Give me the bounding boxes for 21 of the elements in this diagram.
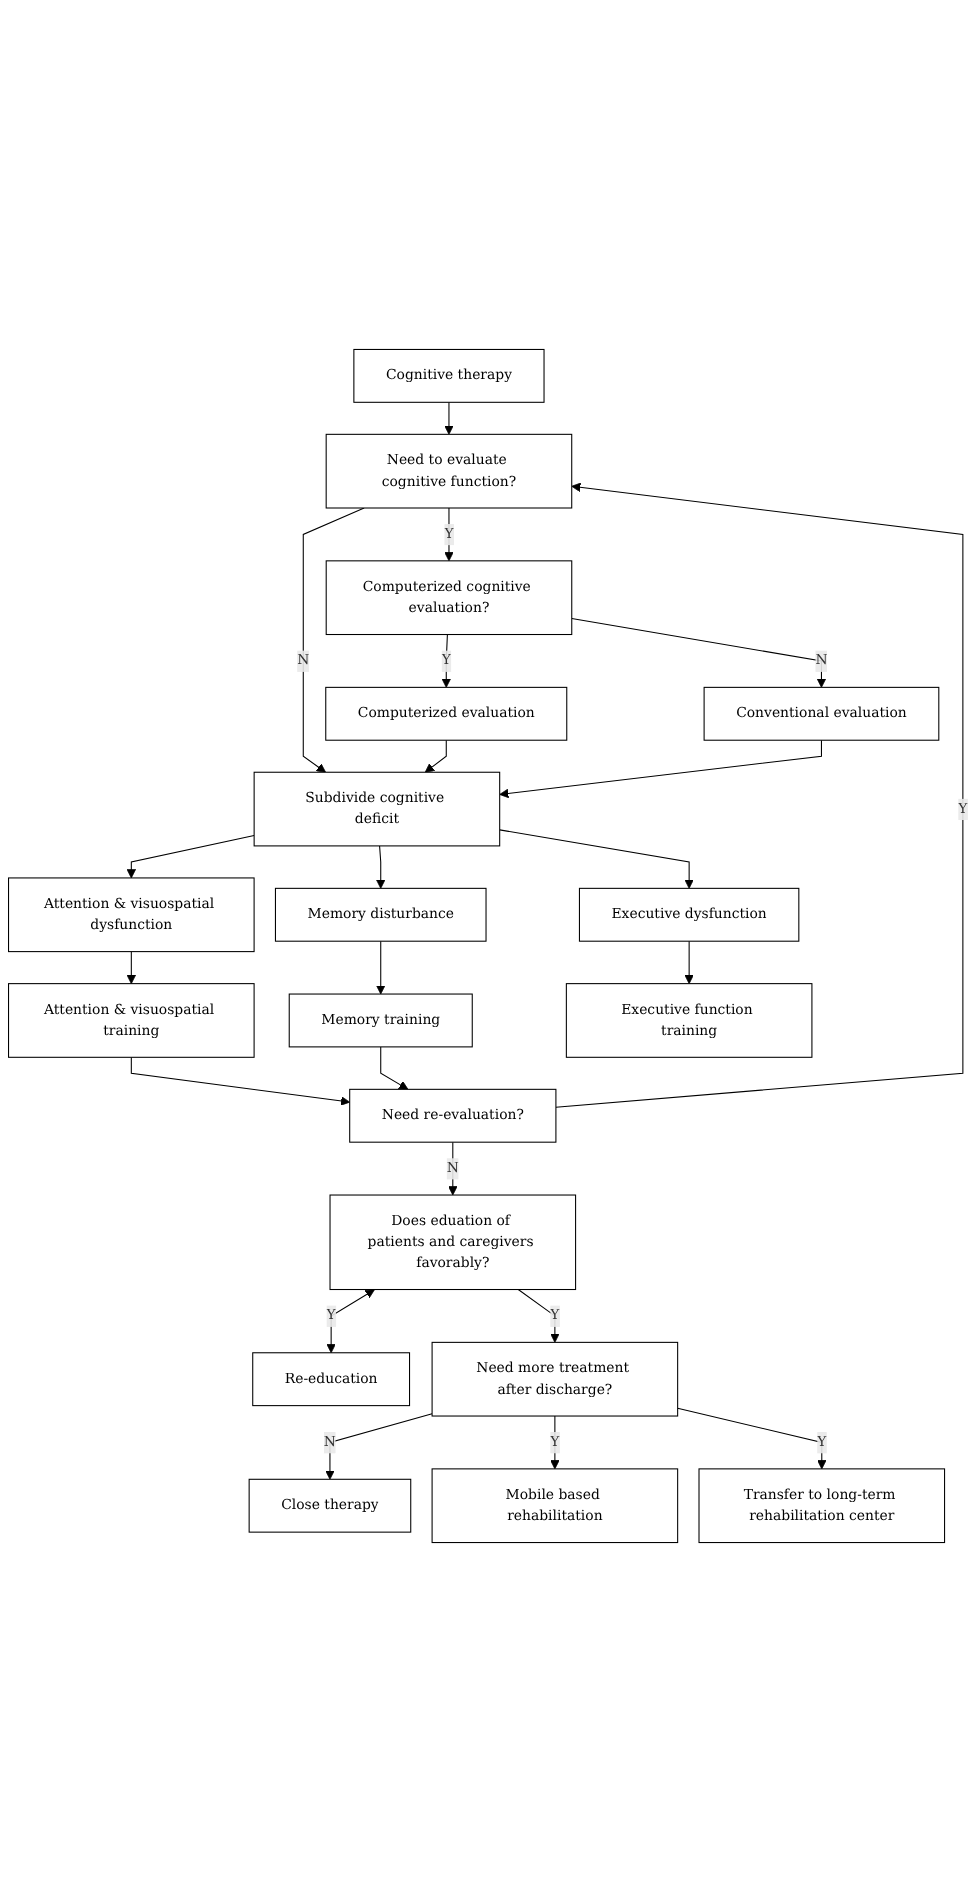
- arrow: [130, 1056, 351, 1106]
- arrow: [555, 482, 964, 1108]
- arrow: [499, 739, 822, 799]
- arrow: [571, 618, 827, 688]
- arrow: [517, 1288, 560, 1343]
- arrow: [441, 634, 451, 688]
- arrow: [550, 1415, 560, 1470]
- arrow: [684, 940, 694, 985]
- arrow: [444, 507, 454, 562]
- arrow: [380, 1046, 409, 1090]
- arrow: [302, 507, 365, 773]
- arrow: [444, 401, 454, 435]
- arrow: [326, 1289, 375, 1354]
- arrow: [499, 829, 694, 889]
- arrow: [126, 951, 136, 985]
- arrow: [677, 1407, 827, 1470]
- arrow: [126, 834, 255, 879]
- arrow: [376, 940, 386, 995]
- arrow: [376, 845, 386, 889]
- arrow: [325, 1413, 433, 1480]
- arrow: [424, 739, 447, 773]
